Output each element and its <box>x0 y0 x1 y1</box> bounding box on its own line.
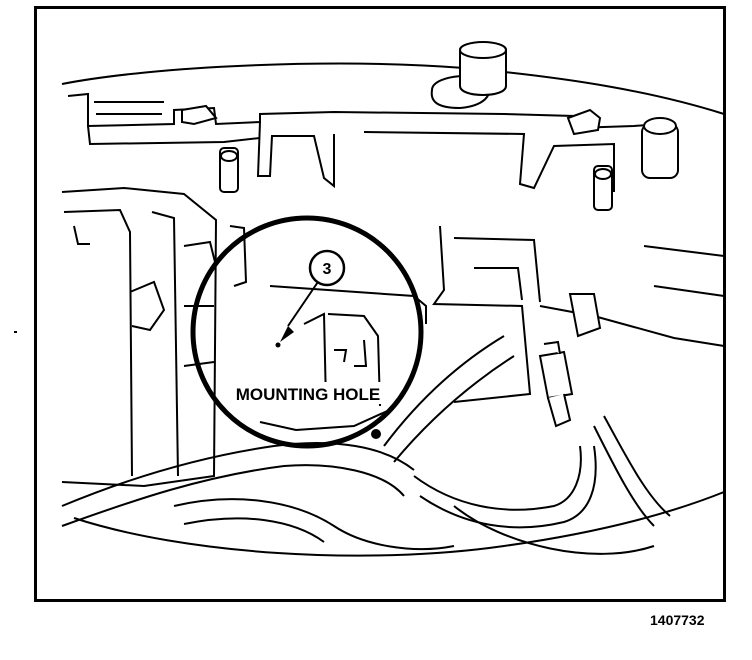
mounting-hole-label: MOUNTING HOLE <box>236 385 381 404</box>
highlight-circle <box>190 215 424 449</box>
right-connector <box>538 340 574 428</box>
top-casing-arc <box>61 62 725 115</box>
frame-border <box>34 6 726 602</box>
figure-id: 1407732 <box>650 612 705 628</box>
bottom-casing-arc <box>73 491 725 557</box>
top-stud <box>430 41 507 110</box>
mounting-hole-mark <box>275 342 281 348</box>
center-bracket <box>229 225 427 439</box>
right-block <box>432 225 725 403</box>
upright-posts <box>219 117 679 211</box>
callout-bubble <box>308 249 346 287</box>
mounting-hole-label-bg <box>224 382 392 404</box>
left-housing <box>61 186 218 488</box>
stray-mark <box>14 331 17 333</box>
callout-arrow <box>280 326 294 342</box>
engine-illustration: 3 MOUNTING HOLE <box>34 6 726 602</box>
upper-bracket <box>67 92 665 192</box>
wiring-harness <box>61 335 671 555</box>
diagram-frame: 3 MOUNTING HOLE <box>34 6 726 602</box>
callout-leader <box>287 275 323 327</box>
callout-number: 3 <box>323 261 332 278</box>
bracket-clips <box>181 104 602 136</box>
